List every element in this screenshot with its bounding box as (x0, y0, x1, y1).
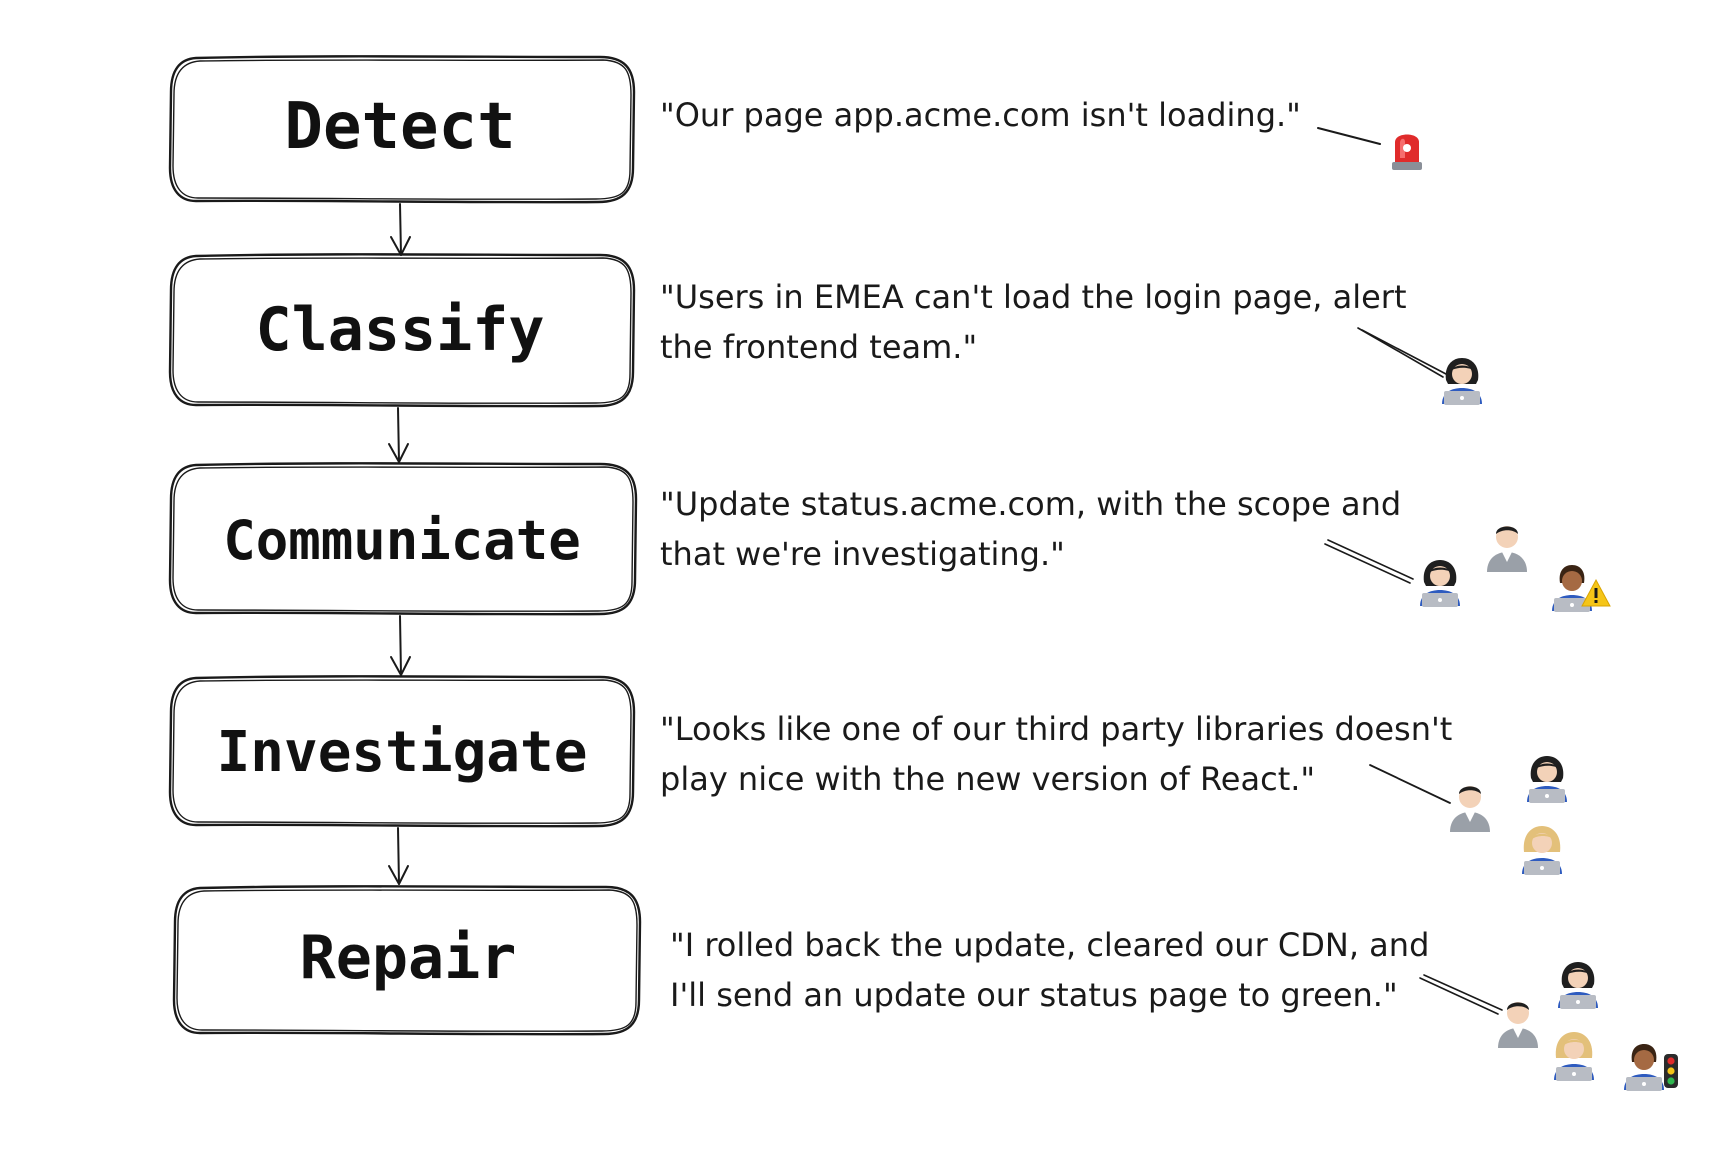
woman-technologist-icon (1527, 756, 1567, 803)
pointer-lines (1317, 127, 1503, 1015)
quote-classify: "Users in EMEA can't load the login page… (660, 278, 1406, 366)
warning-icon (1581, 578, 1611, 607)
arrow-investigate-to-repair (388, 827, 409, 885)
stage-detect: Detect (168, 55, 636, 204)
stage-label-investigate: Investigate (217, 720, 588, 785)
stage-repair: Repair (172, 885, 642, 1036)
quote-communicate: "Update status.acme.com, with the scope … (660, 485, 1401, 573)
woman-technologist-icon (1442, 358, 1482, 405)
stage-label-repair: Repair (300, 923, 517, 993)
man-office-worker-icon (1450, 786, 1490, 832)
woman-technologist-icon (1420, 560, 1460, 607)
quote-line: "I rolled back the update, cleared our C… (670, 926, 1429, 964)
stage-label-classify: Classify (256, 295, 545, 365)
stage-classify: Classify (168, 253, 636, 408)
quote-line: "Looks like one of our third party libra… (660, 710, 1452, 748)
quote-line: the frontend team." (660, 328, 977, 366)
blonde-technologist-icon (1554, 1032, 1594, 1081)
quote-line: play nice with the new version of React.… (660, 760, 1315, 798)
arrow-classify-to-communicate (388, 407, 409, 463)
quote-repair: "I rolled back the update, cleared our C… (670, 926, 1429, 1014)
technologist-icon (1552, 565, 1592, 612)
quote-line: "Our page app.acme.com isn't loading." (660, 96, 1301, 134)
stage-label-communicate: Communicate (223, 509, 581, 572)
quote-investigate: "Looks like one of our third party libra… (660, 710, 1452, 798)
siren-icon (1392, 134, 1422, 170)
quote-line: I'll send an update our status page to g… (670, 976, 1398, 1014)
blonde-technologist-icon (1522, 826, 1562, 875)
arrow-detect-to-classify (390, 203, 411, 256)
man-office-worker-icon (1487, 526, 1527, 572)
stage-label-detect: Detect (284, 90, 515, 164)
quote-line: "Update status.acme.com, with the scope … (660, 485, 1401, 523)
quote-line: "Users in EMEA can't load the login page… (660, 278, 1406, 316)
arrow-communicate-to-investigate (390, 615, 411, 676)
man-office-worker-icon (1498, 1002, 1538, 1048)
stage-investigate: Investigate (168, 675, 636, 828)
woman-technologist-icon (1558, 962, 1598, 1009)
quote-line: that we're investigating." (660, 535, 1065, 573)
technologist-icon (1624, 1044, 1664, 1091)
stage-communicate: Communicate (168, 462, 638, 616)
traffic-light-icon (1664, 1054, 1678, 1088)
quote-detect: "Our page app.acme.com isn't loading." (660, 96, 1301, 134)
